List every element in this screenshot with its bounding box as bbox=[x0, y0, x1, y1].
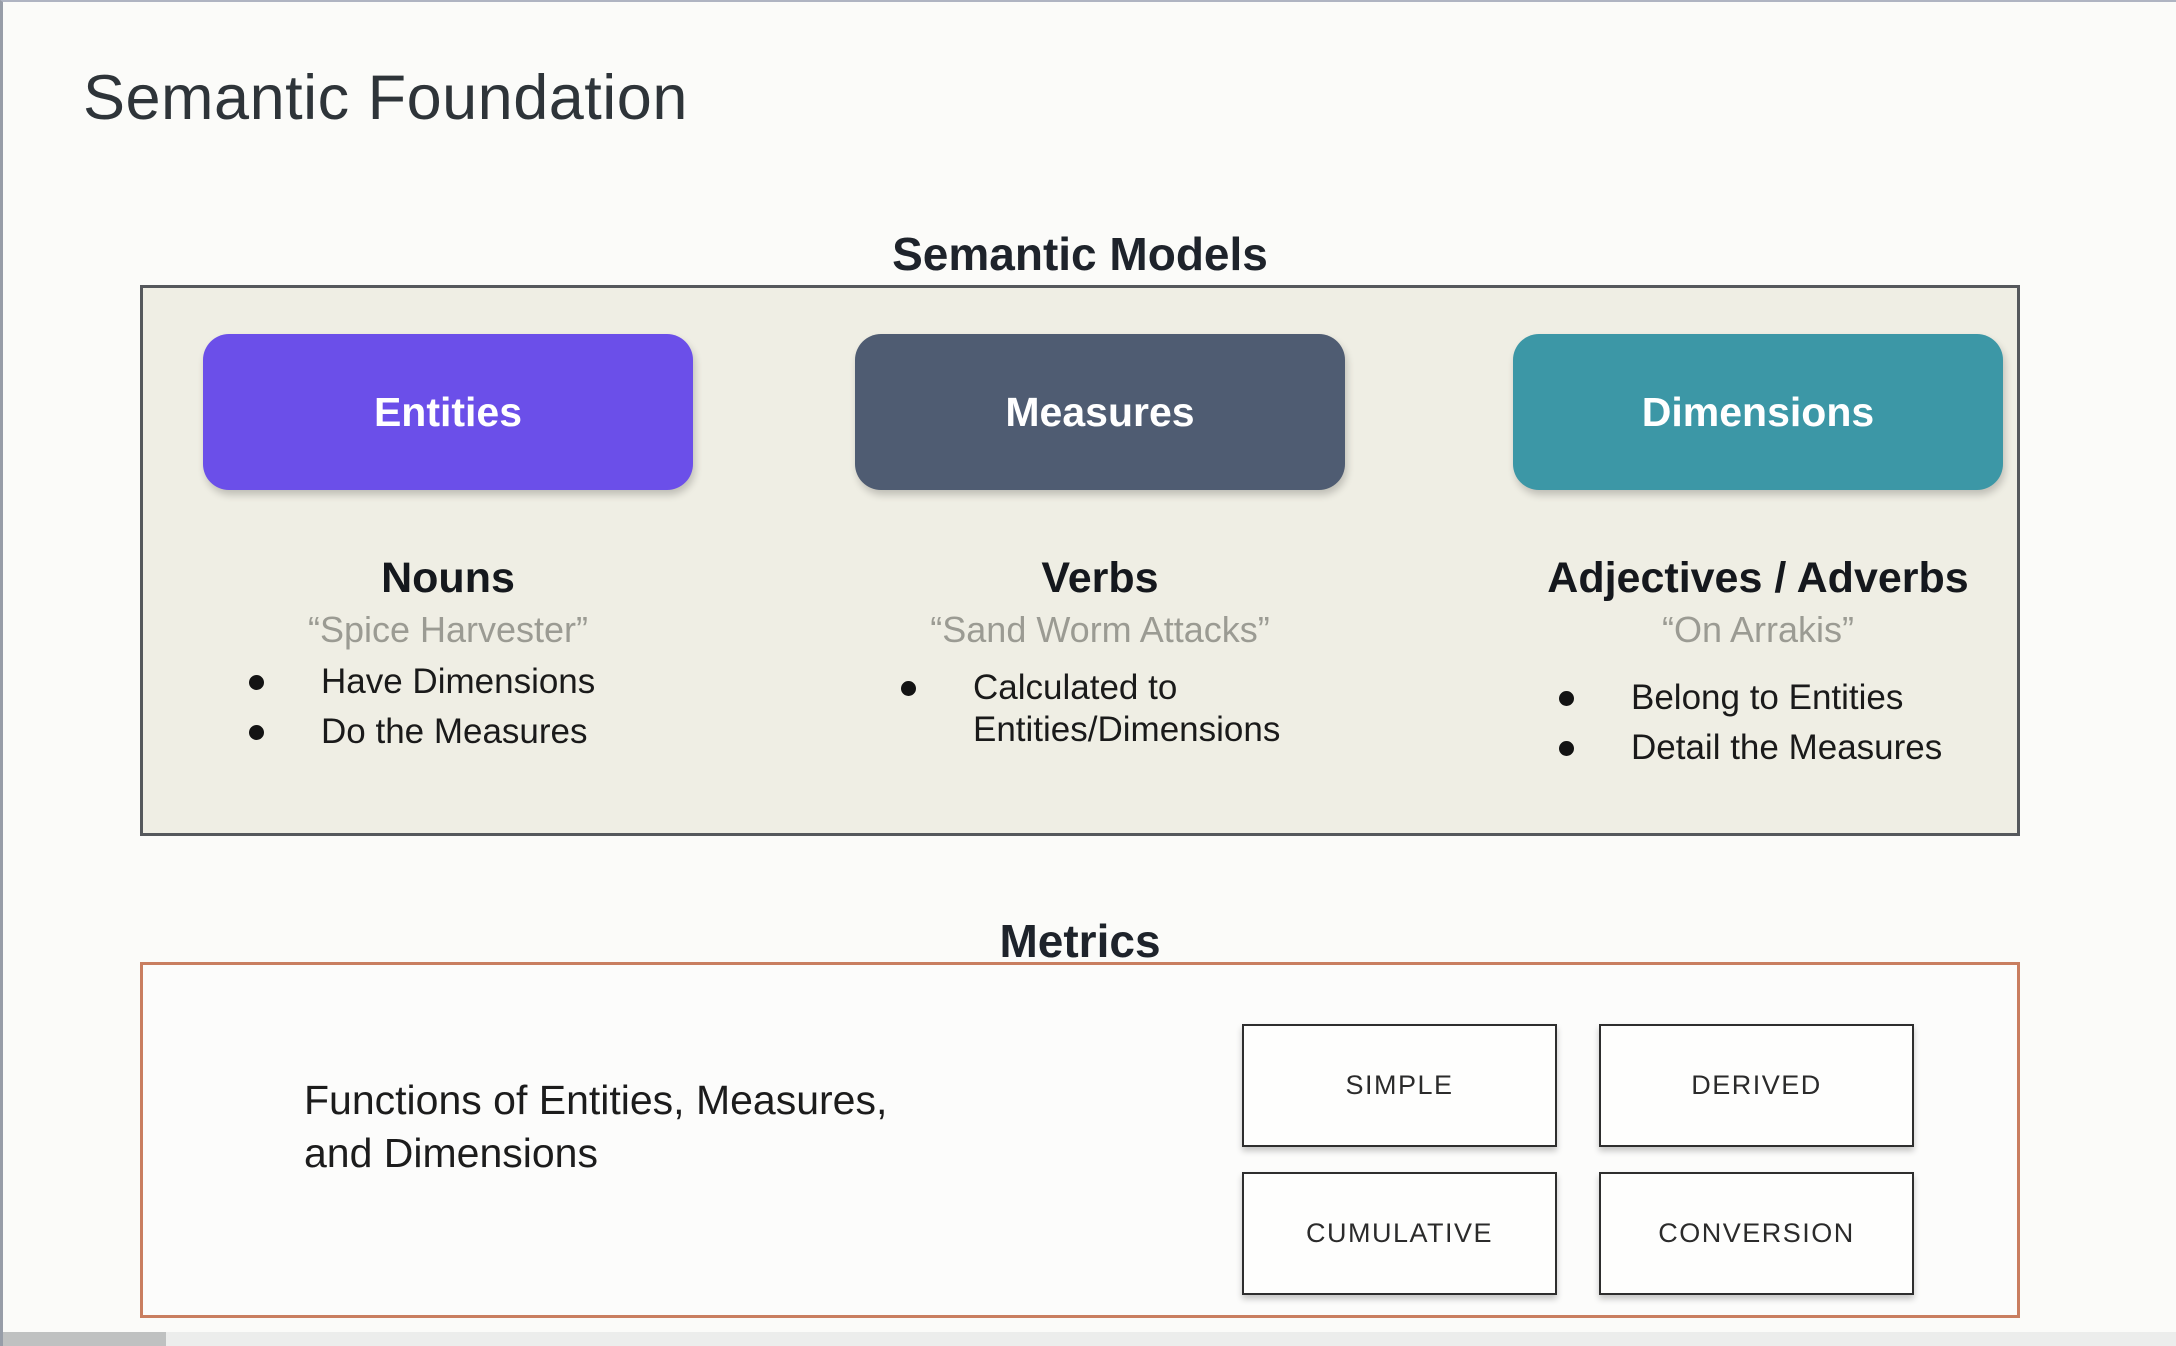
measures-example-quote: “Sand Worm Attacks” bbox=[930, 609, 1270, 651]
metrics-description-line2: and Dimensions bbox=[304, 1130, 598, 1177]
metrics-heading: Metrics bbox=[999, 915, 1161, 967]
model-column-entities: Entities Nouns “Spice Harvester” Have Di… bbox=[203, 334, 693, 761]
bullet-item: Do the Measures bbox=[203, 711, 673, 753]
metrics-panel: Functions of Entities, Measures, and Dim… bbox=[140, 962, 2020, 1318]
slide-title: Semantic Foundation bbox=[83, 63, 688, 133]
model-column-dimensions: Dimensions Adjectives / Adverbs “On Arra… bbox=[1513, 334, 2003, 777]
bullet-item: Detail the Measures bbox=[1513, 727, 1983, 769]
semantic-models-panel: Entities Nouns “Spice Harvester” Have Di… bbox=[140, 285, 2020, 836]
measures-button: Measures bbox=[855, 334, 1345, 490]
measures-part-of-speech: Verbs bbox=[1041, 554, 1159, 602]
dimensions-example-quote: “On Arrakis” bbox=[1661, 609, 1855, 651]
model-column-measures: Measures Verbs “Sand Worm Attacks” Calcu… bbox=[855, 334, 1345, 759]
metrics-description: Functions of Entities, Measures, and Dim… bbox=[304, 1074, 887, 1181]
semantic-models-heading: Semantic Models bbox=[892, 228, 1268, 280]
entities-button: Entities bbox=[203, 334, 693, 490]
dimensions-button: Dimensions bbox=[1513, 334, 2003, 490]
metric-type-simple: SIMPLE bbox=[1242, 1024, 1557, 1147]
bottom-edge-corner bbox=[3, 1332, 166, 1346]
bottom-edge-strip bbox=[3, 1332, 2176, 1346]
measures-bullet-list: Calculated to Entities/Dimensions bbox=[855, 667, 1345, 751]
metric-type-cumulative: CUMULATIVE bbox=[1242, 1172, 1557, 1295]
metric-types-grid: SIMPLE DERIVED CUMULATIVE CONVERSION bbox=[1242, 1024, 1914, 1295]
metric-type-conversion: CONVERSION bbox=[1599, 1172, 1914, 1295]
entities-example-quote: “Spice Harvester” bbox=[307, 609, 589, 651]
metrics-description-line1: Functions of Entities, Measures, bbox=[304, 1077, 888, 1123]
bullet-item: Belong to Entities bbox=[1513, 677, 1983, 719]
entities-part-of-speech: Nouns bbox=[381, 554, 515, 602]
dimensions-part-of-speech: Adjectives / Adverbs bbox=[1547, 554, 1969, 602]
bullet-item: Calculated to Entities/Dimensions bbox=[855, 667, 1325, 751]
entities-bullet-list: Have Dimensions Do the Measures bbox=[203, 661, 693, 753]
metric-type-derived: DERIVED bbox=[1599, 1024, 1914, 1147]
dimensions-bullet-list: Belong to Entities Detail the Measures bbox=[1513, 677, 2003, 769]
bullet-item: Have Dimensions bbox=[203, 661, 673, 703]
